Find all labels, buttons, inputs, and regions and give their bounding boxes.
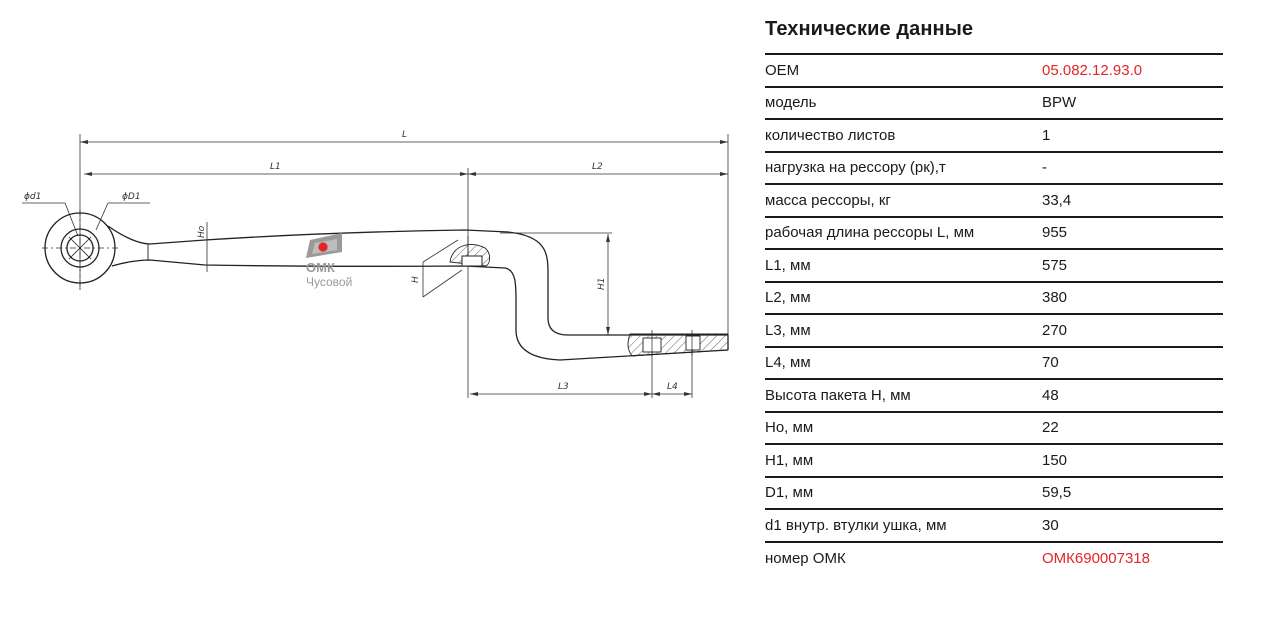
spec-label: модель [765,85,1042,119]
dim-L2: L2 [592,162,603,172]
logo-city: Чусовой [306,275,352,289]
spec-label: d1 внутр. втулки ушка, мм [765,508,1042,542]
spec-label: H1, мм [765,443,1042,477]
spec-value: 22 [1042,410,1223,444]
spec-value: 05.082.12.93.0 [1042,53,1223,87]
spec-row: нагрузка на рессору (рк),т- [765,150,1223,184]
spec-value: 30 [1042,508,1223,542]
dim-d1: ϕd1 [24,192,41,202]
spec-value: - [1042,150,1223,184]
spec-value: 33,4 [1042,183,1223,217]
dimension-lines [22,134,729,398]
dim-D1: ϕD1 [122,192,141,202]
center-bolt-section [449,244,729,357]
spec-value: BPW [1042,85,1223,119]
dim-H1: H1 [597,278,607,291]
spec-value: 48 [1042,378,1223,412]
logo-name: ОМК [306,260,335,275]
spec-label: D1, мм [765,475,1042,509]
spec-value: 1 [1042,118,1223,152]
spec-value: 59,5 [1042,475,1223,509]
spec-label: количество листов [765,118,1042,152]
dim-H: H [411,276,421,283]
spec-value: 150 [1042,443,1223,477]
spec-value: 955 [1042,215,1223,249]
spec-label: рабочая длина рессоры L, мм [765,215,1042,249]
spec-value: 270 [1042,313,1223,347]
spec-label: L4, мм [765,345,1042,379]
spec-value: 70 [1042,345,1223,379]
spec-value: 380 [1042,280,1223,314]
spec-title: Технические данные [765,18,974,40]
dim-L4: L4 [667,382,678,392]
spec-value: 575 [1042,248,1223,282]
dim-Ho: Ho [197,225,207,238]
spec-label: номер ОМК [765,540,1042,574]
arrowheads [80,140,728,396]
dim-L1: L1 [270,162,281,172]
dim-L: L [402,130,407,140]
spec-label: L1, мм [765,248,1042,282]
spec-label: OEM [765,53,1042,87]
spring-drawing: L L1 L2 L3 L4 ϕd1 ϕD1 Ho H H1 ОМК Чусово… [22,130,729,398]
spec-label: Высота пакета H, мм [765,378,1042,412]
spec-label: нагрузка на рессору (рк),т [765,150,1042,184]
spring-body [44,212,729,361]
logo-dot [318,242,328,252]
spring-drawing-svg: L L1 L2 L3 L4 ϕd1 ϕD1 Ho H H1 ОМК Чусово… [22,130,729,398]
spec-label: масса рессоры, кг [765,183,1042,217]
spec-value: ОМК690007318 [1042,540,1223,574]
spec-label: L2, мм [765,280,1042,314]
spec-label: Ho, мм [765,410,1042,444]
omk-logo: ОМК Чусовой [306,233,352,289]
spec-label: L3, мм [765,313,1042,347]
dim-L3: L3 [558,382,569,392]
